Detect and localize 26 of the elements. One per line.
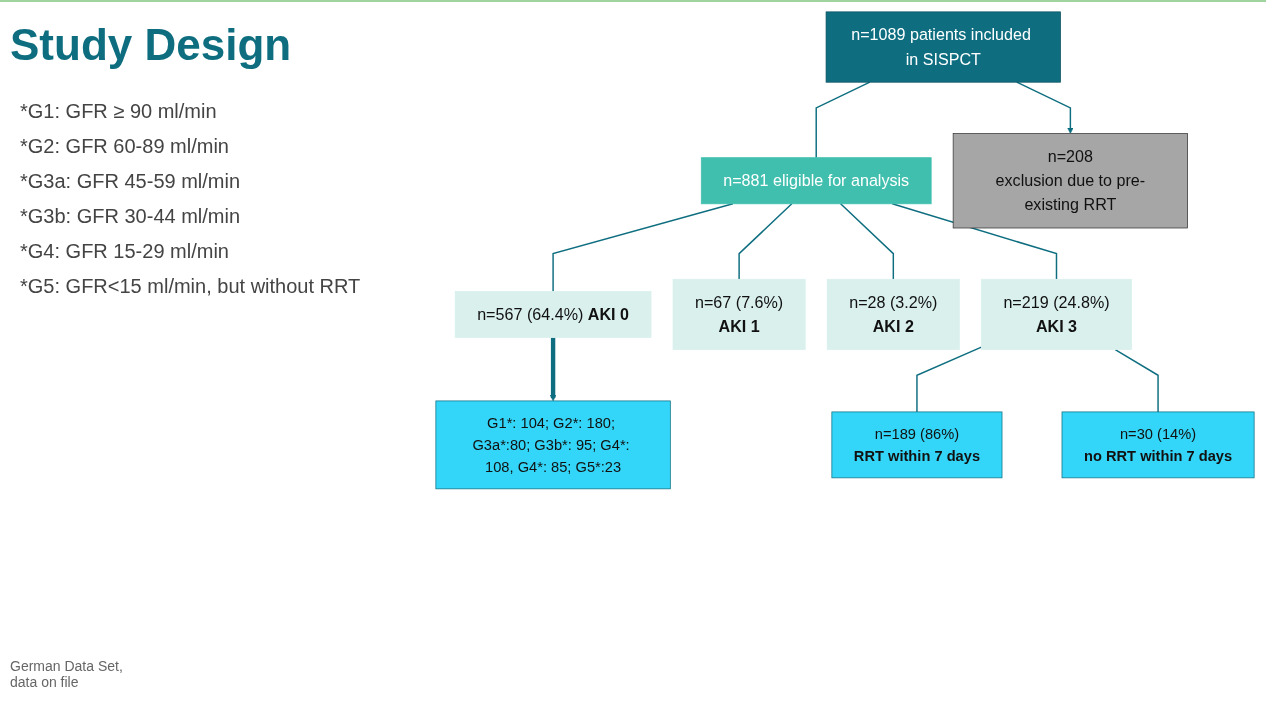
arrow bbox=[1016, 81, 1074, 134]
node-box: n=881 eligible for analysis bbox=[700, 157, 932, 205]
footnote-text: *G1: GFR ≥ 90 ml/min bbox=[20, 100, 218, 123]
connector bbox=[916, 346, 983, 413]
footnote-text: *G3a: GFR 45-59 ml/min bbox=[20, 170, 242, 193]
footnote-text: *G5: GFR<15 ml/min, but without RRT bbox=[20, 275, 362, 298]
source-note: German Data Set, data on file bbox=[10, 658, 124, 690]
node-box: G1*: 104; G2*: 180; G3a*:80; G3b*: 95; G4*: 108, G4*: 85; G5*:23 bbox=[435, 400, 671, 490]
footnote-text: *G4: GFR 15-29 ml/min bbox=[20, 240, 230, 263]
node-box: n=189 (86%) RRT within 7 days bbox=[831, 411, 1003, 479]
connector bbox=[552, 203, 734, 293]
connector bbox=[815, 81, 871, 159]
footnote-text: *G2: GFR 60-89 ml/min bbox=[20, 135, 230, 158]
arrow bbox=[549, 337, 557, 402]
node-box: n=208 exclusion due to pre-existing RRT bbox=[952, 133, 1188, 229]
node-box: n=567 (64.4%) AKI 0 bbox=[454, 291, 652, 338]
node-box: n=67 (7.6%) AKI 1 bbox=[672, 278, 806, 350]
footnote-text: *G3b: GFR 30-44 ml/min bbox=[20, 205, 242, 228]
connector bbox=[738, 203, 793, 281]
title: Study Design bbox=[10, 20, 293, 70]
node-box: n=219 (24.8%) AKI 3 bbox=[981, 278, 1132, 350]
node-box: n=1089 patients included in SISPCT bbox=[825, 11, 1061, 83]
node-box: n=30 (14%) no RRT within 7 days bbox=[1061, 411, 1255, 479]
connector bbox=[891, 203, 1058, 281]
node-box: n=28 (3.2%) AKI 2 bbox=[826, 278, 960, 350]
connector bbox=[839, 203, 895, 281]
